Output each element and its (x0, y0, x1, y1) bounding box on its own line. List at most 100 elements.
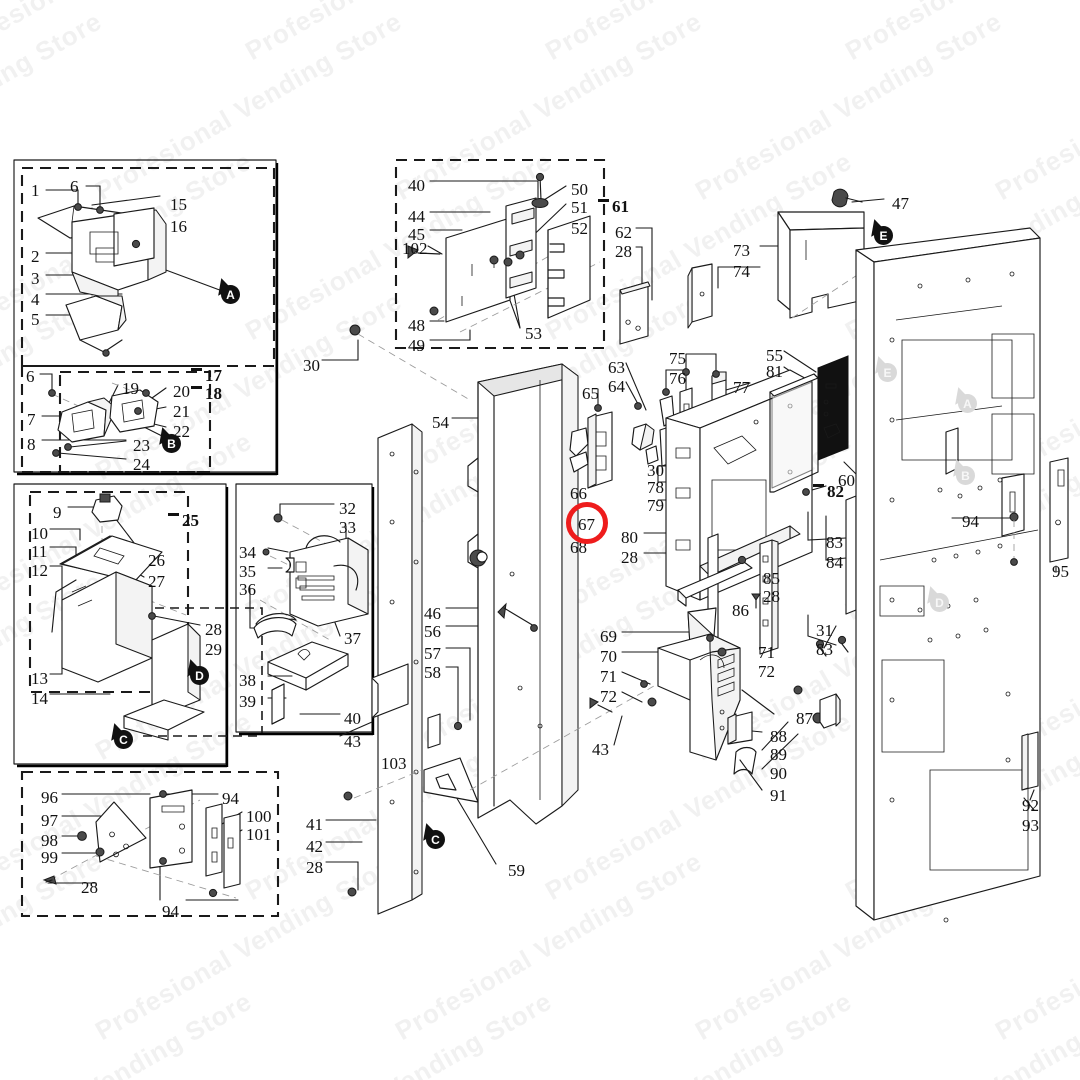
part-number-72: 72 (758, 662, 775, 681)
part-number-77: 77 (733, 378, 750, 397)
part-number-35: 35 (239, 562, 256, 581)
part-number-73: 73 (733, 241, 750, 260)
group-tick (813, 484, 824, 487)
callout-letter-C: C (426, 830, 445, 849)
part-number-38: 38 (239, 671, 256, 690)
part-number-29: 29 (205, 640, 222, 659)
leader-lines-group-mid (249, 503, 373, 737)
part-number-91: 91 (770, 786, 787, 805)
part-number-66: 66 (570, 484, 587, 503)
group-label-82: 82 (827, 482, 844, 501)
part-number-86: 86 (732, 601, 749, 620)
part-number-5: 5 (31, 310, 40, 329)
part-number-70: 70 (600, 647, 617, 666)
part-number-94: 94 (162, 902, 179, 921)
part-number-28: 28 (615, 242, 632, 261)
part-number-83: 83 (826, 533, 843, 552)
part-number-79: 79 (647, 496, 664, 515)
group-tick (191, 368, 202, 371)
part-number-96: 96 (41, 788, 58, 807)
part-number-16: 16 (170, 217, 187, 236)
part-number-56: 56 (424, 622, 441, 641)
group-label-25: 25 (182, 511, 199, 530)
part-number-84: 84 (826, 553, 843, 572)
callout-letter-E: E (878, 363, 897, 382)
part-number-49: 49 (408, 336, 425, 355)
part-number-3: 3 (31, 269, 40, 288)
highlight-ring-part-67[interactable] (566, 502, 608, 544)
part-number-26: 26 (148, 551, 165, 570)
part-number-1: 1 (31, 181, 40, 200)
part-number-53: 53 (525, 324, 542, 343)
part-number-47: 47 (892, 194, 909, 213)
part-number-85: 85 (763, 569, 780, 588)
part-number-12: 12 (31, 561, 48, 580)
part-number-72: 72 (600, 687, 617, 706)
part-number-98: 98 (41, 831, 58, 850)
part-number-95: 95 (1052, 562, 1069, 581)
highlight-part-number: 67 (578, 515, 595, 534)
group-tick (191, 386, 202, 389)
part-number-90: 90 (770, 764, 787, 783)
part-number-41: 41 (306, 815, 323, 834)
part-number-102: 102 (402, 239, 428, 258)
part-number-4: 4 (31, 290, 40, 309)
part-number-97: 97 (41, 811, 58, 830)
part-number-69: 69 (600, 627, 617, 646)
group-tick (168, 513, 179, 516)
part-number-63: 63 (608, 358, 625, 377)
part-number-28: 28 (81, 878, 98, 897)
part-number-36: 36 (239, 580, 256, 599)
part-number-45: 45 (408, 225, 425, 244)
part-number-75: 75 (669, 349, 686, 368)
part-number-87: 87 (796, 709, 813, 728)
part-number-9: 9 (53, 503, 62, 522)
part-number-28: 28 (306, 858, 323, 877)
part-number-24: 24 (133, 455, 150, 474)
part-number-43: 43 (344, 732, 361, 751)
part-number-30: 30 (647, 461, 664, 480)
part-number-83: 83 (816, 640, 833, 659)
part-number-100: 100 (246, 807, 272, 826)
part-number-28: 28 (205, 620, 222, 639)
part-number-52: 52 (571, 219, 588, 238)
part-number-78: 78 (647, 478, 664, 497)
part-number-71: 71 (600, 667, 617, 686)
callout-letter-C: C (114, 730, 133, 749)
part-number-58: 58 (424, 663, 441, 682)
part-number-30: 30 (303, 356, 320, 375)
part-number-57: 57 (424, 644, 441, 663)
part-number-54: 54 (432, 413, 449, 432)
part-number-34: 34 (239, 543, 256, 562)
part-number-94: 94 (962, 512, 979, 531)
part-number-88: 88 (770, 727, 787, 746)
part-number-7: 7 (27, 410, 36, 429)
part-number-6: 6 (26, 367, 35, 386)
part-number-39: 39 (239, 692, 256, 711)
part-number-74: 74 (733, 262, 750, 281)
group-label-18: 18 (205, 384, 222, 403)
part-number-89: 89 (770, 745, 787, 764)
part-number-23: 23 (133, 436, 150, 455)
part-number-92: 92 (1022, 796, 1039, 815)
part-number-48: 48 (408, 316, 425, 335)
part-number-50: 50 (571, 180, 588, 199)
part-number-27: 27 (148, 572, 165, 591)
part-number-32: 32 (339, 499, 356, 518)
part-number-6: 6 (70, 177, 79, 196)
part-number-71: 71 (758, 643, 775, 662)
part-number-46: 46 (424, 604, 441, 623)
group-label-17: 17 (205, 366, 222, 385)
part-number-2: 2 (31, 247, 40, 266)
part-number-42: 42 (306, 837, 323, 856)
part-number-40: 40 (344, 709, 361, 728)
part-number-76: 76 (669, 369, 686, 388)
part-number-8: 8 (27, 435, 36, 454)
part-number-31: 31 (816, 621, 833, 640)
part-number-93: 93 (1022, 816, 1039, 835)
part-number-28: 28 (621, 548, 638, 567)
part-number-64: 64 (608, 377, 625, 396)
part-number-59: 59 (508, 861, 525, 880)
part-number-19: 19 (122, 379, 139, 398)
